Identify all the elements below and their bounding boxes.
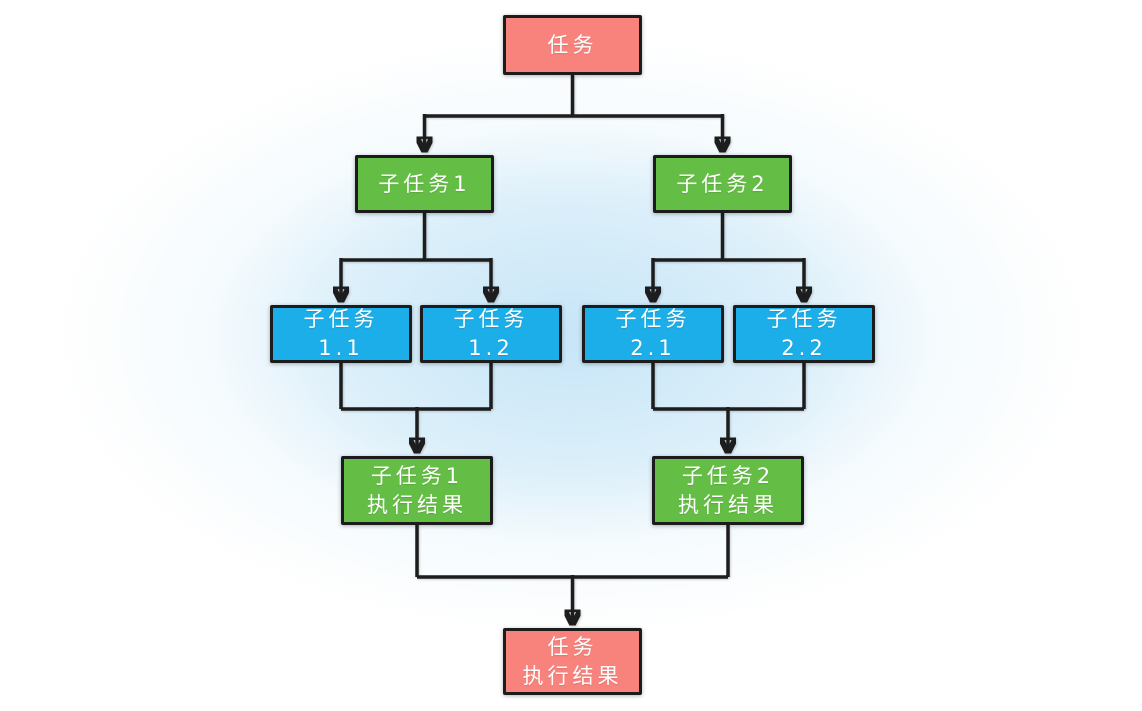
node-subtask-1-1-line1: 子任务 [303, 307, 379, 331]
node-subtask-1-2-line1: 子任务 [453, 307, 529, 331]
node-subtask-2-2: 子任务 2.2 [733, 305, 875, 363]
node-subtask-2-1-line2: 2.1 [630, 336, 676, 360]
node-result-subtask-1: 子任务1 执行结果 [341, 456, 493, 525]
node-subtask-2-1-line1: 子任务 [615, 307, 691, 331]
node-result-subtask-1-line1: 子任务1 [370, 463, 464, 488]
node-subtask-1-2-line2: 1.2 [468, 336, 514, 360]
edge-merge-result1 [339, 363, 493, 411]
node-result-subtask-2-line2: 执行结果 [678, 492, 778, 517]
node-subtask-2: 子任务2 [653, 155, 792, 213]
node-result-subtask-2-line1: 子任务2 [681, 463, 775, 488]
node-subtask-2-label: 子任务2 [676, 171, 769, 196]
node-subtask-1-1-line2: 1.1 [318, 336, 364, 360]
edge-subtask2-split [653, 213, 804, 262]
edge-subtask1-split [341, 213, 491, 262]
node-subtask-1-2: 子任务 1.2 [420, 305, 562, 363]
node-task-label: 任务 [547, 32, 598, 57]
edge-merge-result2 [651, 363, 806, 411]
node-result-subtask-2: 子任务2 执行结果 [652, 456, 804, 525]
node-subtask-2-2-line2: 2.2 [781, 336, 827, 360]
node-result-task: 任务 执行结果 [503, 628, 642, 695]
node-task: 任务 [503, 15, 642, 75]
edge-task-split [424, 75, 723, 118]
node-result-task-line2: 执行结果 [522, 663, 623, 688]
node-subtask-1: 子任务1 [355, 155, 494, 213]
node-subtask-1-label: 子任务1 [378, 171, 471, 196]
node-result-subtask-1-line2: 执行结果 [367, 492, 467, 517]
node-subtask-2-2-line1: 子任务 [766, 307, 842, 331]
node-result-task-line1: 任务 [547, 634, 598, 659]
edge-merge-final [415, 525, 730, 579]
node-subtask-2-1: 子任务 2.1 [582, 305, 724, 363]
node-subtask-1-1: 子任务 1.1 [270, 305, 412, 363]
